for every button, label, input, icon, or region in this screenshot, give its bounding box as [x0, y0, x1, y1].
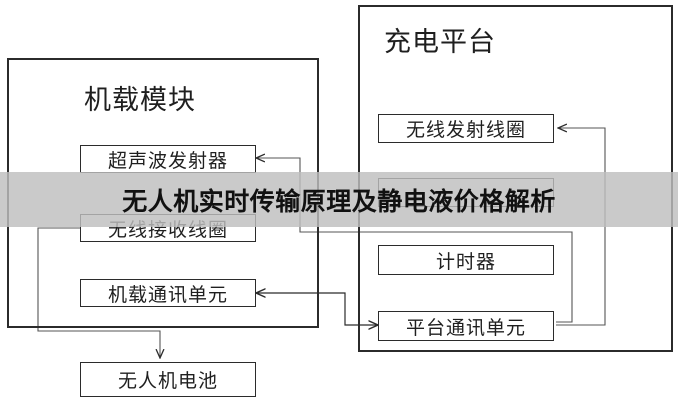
- wireless-transmit-coil-label: 无线发射线圈: [405, 119, 526, 141]
- onboard-comm-unit-label: 机载通讯单元: [107, 283, 228, 306]
- platform-to-ultrasonic-line: [256, 158, 573, 323]
- ultrasonic-transmitter-box: 超声波发射器: [80, 145, 256, 173]
- wireless-transmit-coil-box: 无线发射线圈: [378, 114, 554, 143]
- onboard-comm-unit-box: 机载通讯单元: [80, 279, 256, 307]
- comm-link-line: [256, 293, 378, 325]
- platform-comm-unit-box: 平台通讯单元: [378, 311, 554, 341]
- title-banner: 无人机实时传输原理及静电液价格解析: [0, 172, 678, 227]
- drone-battery-box: 无人机电池: [80, 362, 256, 397]
- banner-title: 无人机实时传输原理及静电液价格解析: [122, 186, 556, 216]
- drone-battery-label: 无人机电池: [117, 370, 218, 392]
- ultrasonic-transmitter-label: 超声波发射器: [107, 149, 228, 172]
- coil-to-battery-line: [37, 227, 160, 358]
- timer-label: 计时器: [435, 250, 496, 273]
- platform-comm-unit-label: 平台通讯单元: [405, 316, 526, 339]
- charging-platform-title: 充电平台: [384, 27, 496, 58]
- timer-box: 计时器: [378, 245, 554, 275]
- onboard-module-title: 机载模块: [84, 85, 196, 116]
